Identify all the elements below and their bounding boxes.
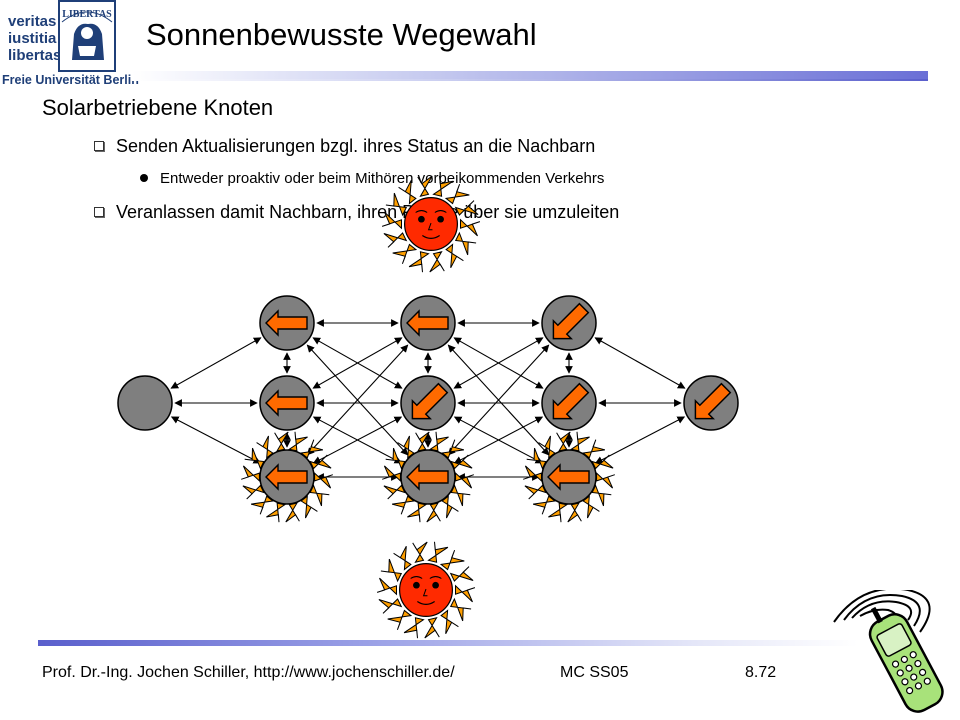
logo-university-name: Freie Universität Berlin (2, 73, 139, 87)
footer-line (38, 640, 858, 646)
seal-icon: LIBERTAS (58, 0, 116, 72)
bullet-1-text: Senden Aktualisierungen bzgl. ihres Stat… (116, 136, 596, 156)
node-a3 (259, 449, 315, 505)
node-a2 (259, 375, 315, 431)
arrow-left-icon (265, 309, 308, 337)
link-b3-c1 (447, 344, 550, 456)
footer-course: MC SS05 (560, 664, 629, 681)
bullet-2-text: Veranlassen damit Nachbarn, ihren Pakete… (116, 202, 620, 222)
arrow-down-left-icon (411, 382, 449, 420)
arrow-left-icon (406, 463, 449, 491)
logo-motto: veritas iustitia libertas (8, 14, 61, 65)
dot-bullet-icon (140, 174, 148, 182)
node-c3 (541, 449, 597, 505)
arrow-left-icon (547, 463, 590, 491)
arrow-down-left-icon (694, 382, 732, 420)
node-dst (683, 375, 739, 431)
sub-bullet-1-text: Entweder proaktiv oder beim Mithören vor… (160, 170, 605, 187)
node-c2 (541, 375, 597, 431)
sub-bullet-1: Entweder proaktiv oder beim Mithören vor… (140, 170, 604, 187)
arrow-left-icon (265, 389, 308, 417)
slide-title: Sonnenbewusste Wegewahl (146, 17, 537, 52)
main-heading: Solarbetriebene Knoten (42, 95, 274, 120)
logo-line-1: veritas (8, 13, 57, 30)
title-underline-thin (132, 79, 928, 81)
arrow-left-icon (265, 463, 308, 491)
sun-icon-top (381, 175, 481, 273)
link-src-a1 (170, 337, 262, 389)
bullet-2: Veranlassen damit Nachbarn, ihren Pakete… (94, 202, 619, 223)
nodes-layer (117, 295, 739, 505)
bullet-1: Senden Aktualisierungen bzgl. ihres Stat… (94, 136, 595, 157)
node-src (117, 375, 173, 431)
university-logo: veritas iustitia libertas LIBERTAS Freie… (0, 0, 139, 92)
mobile-phone-icon (833, 590, 944, 713)
links-layer (170, 319, 686, 481)
node-b1 (400, 295, 456, 351)
footer-author: Prof. Dr.-Ing. Jochen Schiller, http://w… (42, 664, 455, 681)
node-b3 (400, 449, 456, 505)
arrow-down-left-icon (552, 302, 590, 340)
node-a1 (259, 295, 315, 351)
logo-line-3: libertas (8, 47, 62, 64)
square-bullet-icon (94, 207, 104, 217)
title-underline (132, 71, 928, 79)
link-c3-dst (594, 416, 686, 464)
footer-page: 8.72 (745, 664, 777, 681)
arrow-down-left-icon (552, 382, 590, 420)
link-c1-dst (594, 337, 686, 389)
logo-line-2: iustitia (8, 30, 57, 47)
link-src-a3 (170, 416, 262, 464)
arrow-left-icon (406, 309, 449, 337)
sun-icon-bottom (376, 541, 476, 639)
link-a3-b1 (306, 344, 409, 456)
seal-text: LIBERTAS (62, 9, 112, 20)
node-c1 (541, 295, 597, 351)
node-b2 (400, 375, 456, 431)
square-bullet-icon (94, 141, 104, 151)
